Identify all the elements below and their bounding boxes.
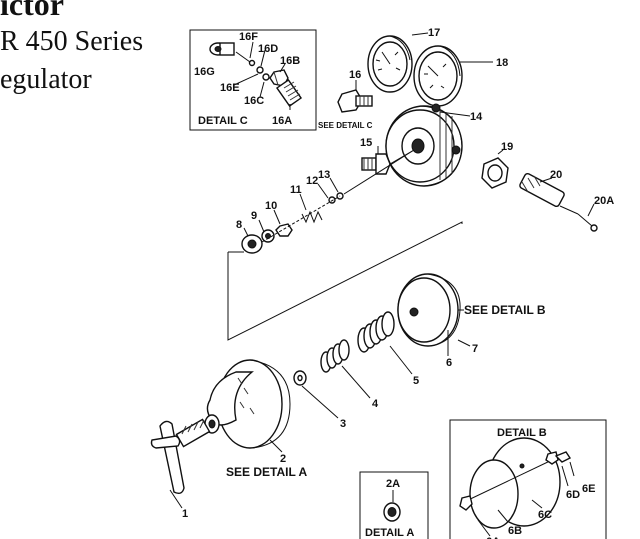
part-number-20a: 20A (594, 195, 614, 207)
see-detail-c-callout: SEE DETAIL C (318, 121, 373, 130)
part-number-18: 18 (496, 57, 508, 69)
part-4-spring (320, 339, 350, 373)
detail-c-part-label: 16E (220, 82, 240, 94)
part-number-5: 5 (413, 375, 419, 387)
part-number-10: 10 (265, 200, 277, 212)
part-number-3: 3 (340, 418, 346, 430)
part-number-13: 13 (318, 169, 330, 181)
see-detail-b-callout: SEE DETAIL B (464, 303, 546, 317)
part-19-nut (481, 157, 509, 189)
detail-b-box (449, 419, 607, 539)
document-title: ictor (0, 0, 64, 22)
detail-c-part-label: 16D (258, 43, 278, 55)
detail-c-part-label: 16B (280, 55, 300, 67)
detail-a-box (359, 471, 429, 539)
regulator-body (385, 103, 463, 187)
part-20a-tip (577, 213, 598, 232)
detail-c-part-label: 16F (239, 31, 258, 43)
part-16g (209, 42, 235, 56)
detail-b-part-label: 6A (486, 536, 500, 539)
part-number-9: 9 (251, 210, 257, 222)
part-17-gauge (367, 35, 413, 93)
detail-b-title: DETAIL B (497, 427, 547, 439)
part-number-6: 6 (446, 357, 452, 369)
part-number-17: 17 (428, 27, 440, 39)
detail-a-part-label: 2A (386, 478, 400, 490)
detail-c-part-label: 16G (194, 66, 215, 78)
document-subtitle: egulator (0, 64, 92, 95)
part-5-spring (357, 311, 395, 353)
part-16e (262, 73, 270, 81)
series-name: R 450 Series (0, 26, 144, 57)
part-16-fitting (337, 89, 373, 113)
part-7-diaphragm-assembly (397, 273, 461, 347)
see-detail-a-callout: SEE DETAIL A (226, 465, 307, 479)
part-12 (328, 196, 336, 204)
detail-c-title: DETAIL C (198, 115, 248, 127)
detail-b-part-label: 6C (538, 509, 552, 521)
part-number-1: 1 (182, 508, 188, 520)
part-number-7: 7 (472, 343, 478, 355)
part-number-16: 16 (349, 69, 361, 81)
part-2-bonnet (204, 359, 291, 449)
part-20-stem (519, 172, 579, 215)
part-number-8: 8 (236, 219, 242, 231)
part-number-4: 4 (372, 398, 379, 410)
part-3-washer (293, 370, 307, 386)
assembly-bracket (227, 221, 463, 341)
part-number-11: 11 (290, 184, 302, 196)
part-number-15: 15 (360, 137, 372, 149)
part-number-20: 20 (550, 169, 562, 181)
detail-c-part-label: 16A (272, 115, 292, 127)
part-8 (241, 234, 263, 254)
detail-b-part-label: 6B (508, 525, 522, 537)
part-15-fitting (361, 149, 415, 175)
detail-c-box (189, 29, 317, 131)
part-16a (275, 78, 303, 108)
part-number-2: 2 (280, 453, 286, 465)
part-number-14: 14 (470, 111, 483, 123)
detail-a-title: DETAIL A (365, 527, 414, 539)
part-number-12: 12 (306, 175, 318, 187)
part-16d (256, 66, 264, 74)
part-18-gauge (413, 45, 463, 107)
detail-b-part-label: 6D (566, 489, 580, 501)
part-1-t-handle (150, 418, 211, 495)
part-11-spring (301, 210, 323, 224)
detail-c-part-label: 16C (244, 95, 264, 107)
part-number-19: 19 (501, 141, 513, 153)
part-16f (248, 59, 256, 67)
detail-b-part-label: 6E (582, 483, 595, 495)
